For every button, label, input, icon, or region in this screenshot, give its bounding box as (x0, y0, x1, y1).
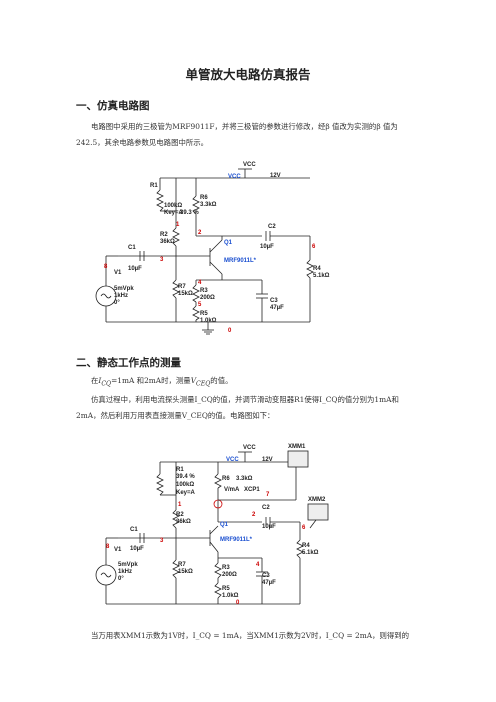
svg-text:36kΩ: 36kΩ (176, 519, 191, 525)
c1-vcc-value: 12V (270, 173, 281, 179)
svg-text:R3: R3 (222, 565, 230, 571)
svg-text:8: 8 (106, 544, 110, 550)
svg-text:V1: V1 (114, 270, 122, 276)
svg-text:15kΩ: 15kΩ (178, 291, 193, 297)
svg-text:R3: R3 (200, 288, 208, 294)
svg-text:Q1: Q1 (220, 522, 229, 528)
svg-text:1.0kΩ: 1.0kΩ (222, 593, 239, 599)
svg-text:XCP1: XCP1 (244, 487, 260, 493)
section-heading-1: 一、仿真电路图 (76, 100, 150, 112)
svg-text:VCC: VCC (226, 457, 239, 463)
svg-text:0°: 0° (114, 300, 120, 306)
svg-text:7: 7 (266, 492, 270, 498)
svg-text:100kΩ: 100kΩ (176, 482, 194, 488)
svg-text:5: 5 (198, 302, 202, 308)
svg-text:C3: C3 (270, 298, 278, 304)
section2-paragraph-3: 当万用表XMM1示数为1V时，I_CQ = 1mA，当XMM1示数为2V时，I_… (91, 631, 410, 640)
section2-paragraph-2: 仿真过程中，利用电流探头测量I_CQ的值，并调节滑动变阻器R1使得I_CQ的值分… (76, 395, 399, 420)
svg-text:15kΩ: 15kΩ (178, 569, 193, 575)
c1-vcc-red: VCC (228, 174, 241, 180)
svg-text:Q1: Q1 (224, 240, 233, 246)
svg-text:3: 3 (160, 257, 164, 263)
svg-text:C2: C2 (268, 224, 276, 230)
svg-text:39.4 %: 39.4 % (176, 474, 195, 480)
svg-text:R1: R1 (150, 183, 158, 189)
svg-text:1kHz: 1kHz (118, 569, 132, 575)
svg-text:4: 4 (198, 280, 202, 286)
svg-text:10µF: 10µF (128, 266, 142, 272)
svg-text:10µF: 10µF (130, 546, 144, 552)
svg-text:XMM1: XMM1 (288, 444, 306, 450)
svg-text:1.0kΩ: 1.0kΩ (200, 318, 217, 324)
svg-text:200Ω: 200Ω (222, 572, 237, 578)
svg-text:0°: 0° (118, 576, 124, 582)
svg-text:5.1kΩ: 5.1kΩ (302, 550, 319, 556)
svg-text:C2: C2 (262, 505, 270, 511)
svg-text:XMM2: XMM2 (308, 497, 326, 503)
section-heading-2: 二、静态工作点的测量 (76, 357, 181, 369)
svg-text:R1: R1 (176, 467, 184, 473)
svg-text:0: 0 (236, 600, 240, 606)
svg-text:C3: C3 (262, 573, 270, 579)
svg-text:R7: R7 (178, 562, 186, 568)
c1-vcc-label: VCC (243, 162, 256, 168)
svg-text:R4: R4 (313, 266, 321, 272)
svg-text:5mVpk: 5mVpk (118, 562, 138, 568)
svg-text:1kHz: 1kHz (114, 293, 128, 299)
svg-text:5mVpk: 5mVpk (114, 286, 134, 292)
section2-paragraph-1: 在ICQ=1mA 和2mA时，测量VCEQ的值。 (91, 376, 233, 388)
svg-text:10µF: 10µF (262, 524, 276, 530)
svg-text:Key=A: Key=A (176, 490, 196, 496)
svg-text:36kΩ: 36kΩ (160, 239, 175, 245)
svg-text:V/mA: V/mA (224, 487, 240, 493)
svg-text:5.1kΩ: 5.1kΩ (313, 273, 330, 279)
svg-text:2: 2 (198, 230, 202, 236)
svg-text:200Ω: 200Ω (200, 295, 215, 301)
svg-text:R2: R2 (160, 232, 168, 238)
svg-text:C1: C1 (128, 245, 136, 251)
svg-text:C1: C1 (130, 527, 138, 533)
svg-text:R5: R5 (222, 586, 230, 592)
svg-text:R2: R2 (176, 512, 184, 518)
svg-text:VCC: VCC (243, 445, 256, 451)
svg-text:MRF9011L*: MRF9011L* (224, 258, 257, 264)
svg-text:R5: R5 (200, 311, 208, 317)
svg-text:39.3 %: 39.3 % (180, 210, 199, 216)
svg-text:0: 0 (228, 328, 232, 334)
svg-text:12V: 12V (262, 457, 273, 463)
svg-text:R6: R6 (222, 476, 230, 482)
svg-text:6: 6 (312, 244, 316, 250)
svg-text:V1: V1 (114, 547, 122, 553)
svg-text:6: 6 (302, 525, 306, 531)
svg-text:1: 1 (178, 502, 182, 508)
svg-text:1: 1 (176, 222, 180, 228)
report-title: 单管放大电路仿真报告 (185, 67, 311, 82)
svg-text:R4: R4 (302, 543, 310, 549)
svg-text:Key=A: Key=A (164, 210, 184, 216)
svg-text:4: 4 (256, 562, 260, 568)
svg-text:47µF: 47µF (270, 305, 284, 311)
svg-text:8: 8 (104, 264, 108, 270)
svg-text:R7: R7 (178, 284, 186, 290)
svg-text:3.3kΩ: 3.3kΩ (236, 476, 253, 482)
svg-text:3: 3 (160, 538, 164, 544)
svg-text:47µF: 47µF (262, 580, 276, 586)
svg-text:3.3kΩ: 3.3kΩ (200, 202, 217, 208)
svg-text:MRF9011L*: MRF9011L* (220, 537, 253, 543)
svg-text:2: 2 (252, 512, 256, 518)
section1-paragraph: 电路图中采用的三极管为MRF9011F，并将三极管的参数进行修改，经β 值改为实… (76, 122, 398, 147)
svg-text:100kΩ: 100kΩ (164, 203, 182, 209)
svg-text:10µF: 10µF (260, 244, 274, 250)
svg-text:R6: R6 (200, 195, 208, 201)
